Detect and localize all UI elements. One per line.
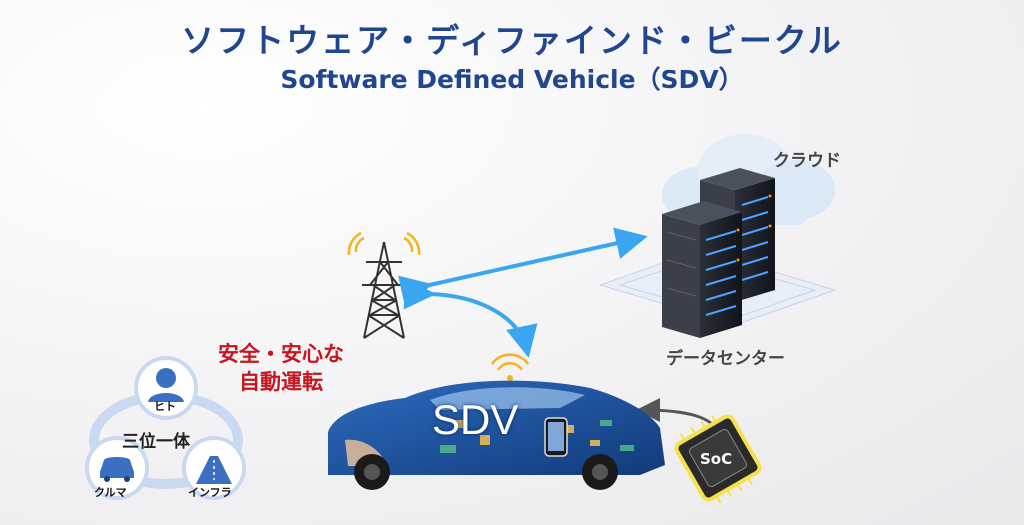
signal-waves-icon	[347, 231, 530, 381]
title-japanese: ソフトウェア・ディファインド・ビークル	[181, 21, 843, 60]
safety-line-1: 安全・安心な	[218, 342, 344, 366]
safety-label: 安全・安心な 自動運転	[196, 340, 366, 396]
trinity-center-label: 三位一体	[122, 432, 190, 452]
transmission-tower-icon	[362, 241, 406, 339]
communication-arrows	[398, 227, 648, 358]
chip-label: SoC	[700, 450, 733, 468]
title-english: Software Defined Vehicle（SDV）	[280, 65, 744, 94]
car-small-icon	[100, 457, 134, 482]
car-icon	[328, 380, 665, 490]
vehicle-label: SDV	[432, 396, 519, 443]
trinity-person-label: ヒト	[154, 400, 176, 413]
server-rack-icon	[662, 168, 775, 338]
cloud-label: クラウド	[773, 151, 841, 171]
road-icon	[196, 456, 232, 484]
trinity-car-label: クルマ	[94, 486, 127, 499]
datacenter-label: データセンター	[666, 349, 785, 369]
person-icon	[148, 368, 184, 402]
safety-line-2: 自動運転	[239, 370, 323, 394]
soc-chip-icon	[674, 414, 762, 504]
trinity-infra-label: インフラ	[188, 486, 232, 499]
